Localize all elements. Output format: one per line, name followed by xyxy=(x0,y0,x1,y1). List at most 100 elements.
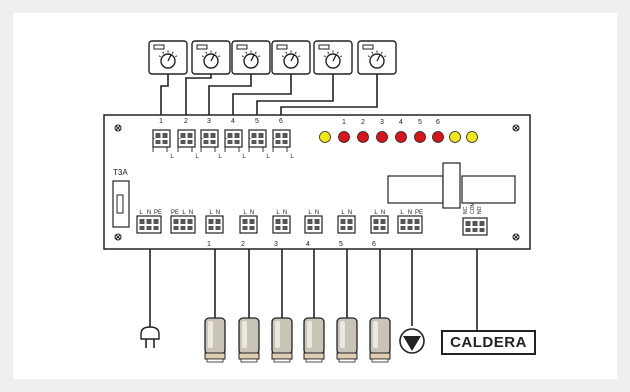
zone-output-terminal xyxy=(272,215,291,234)
power-marker-n: N xyxy=(189,210,193,216)
terminal-marker-l: L xyxy=(224,135,228,141)
terminal-pin xyxy=(173,226,179,230)
actuator-band xyxy=(336,352,358,360)
thermostat-tick xyxy=(371,51,374,54)
terminal-pin xyxy=(153,226,159,230)
thermostat-wire xyxy=(280,74,378,115)
terminal-marker-l: L xyxy=(177,135,181,141)
terminal-pin xyxy=(153,219,159,224)
thermostat-tick xyxy=(367,55,370,58)
terminal-pin xyxy=(380,226,386,230)
terminal-pin xyxy=(414,226,420,230)
relay-marker: NO xyxy=(477,206,483,214)
actuator-band xyxy=(238,352,260,360)
screw-slot xyxy=(115,125,121,131)
power-marker-n: N xyxy=(147,210,151,216)
thermostat-tick xyxy=(380,51,383,54)
led-number: 1 xyxy=(342,119,346,126)
terminal-pin xyxy=(227,140,233,144)
status-led xyxy=(376,131,388,143)
thermostat-input-number: 2 xyxy=(184,118,188,125)
components xyxy=(140,40,425,363)
thermostat-icon xyxy=(191,40,231,75)
terminal-pin xyxy=(234,140,240,144)
terminal-housing xyxy=(397,215,423,234)
led-number: 6 xyxy=(436,119,440,126)
terminal-pin xyxy=(258,133,264,138)
output-marker-n: N xyxy=(381,210,385,216)
status-led xyxy=(449,131,461,143)
pump-terminal xyxy=(397,215,423,234)
actuator-icon xyxy=(204,317,226,363)
terminal-pin xyxy=(180,226,186,230)
terminal-marker-l: L xyxy=(152,135,156,141)
actuator-band xyxy=(204,352,226,360)
led-number: 3 xyxy=(380,119,384,126)
terminal-pin xyxy=(258,140,264,144)
thermostat-tick xyxy=(327,51,330,54)
terminal-pin xyxy=(173,219,179,224)
led-number: 4 xyxy=(399,119,403,126)
thermostat-tick xyxy=(205,51,208,54)
output-marker-n: N xyxy=(250,210,254,216)
thermostat-input-terminal xyxy=(200,129,219,148)
terminal-marker-l: L xyxy=(248,135,252,141)
terminal-pin xyxy=(203,140,209,144)
terminal-pin xyxy=(465,221,471,226)
terminal-pin xyxy=(146,226,152,230)
thermostat-display xyxy=(236,44,248,50)
terminal-pin xyxy=(465,228,471,232)
terminal-marker-l: L xyxy=(242,154,246,160)
actuator-base xyxy=(371,358,389,363)
terminal-pin xyxy=(314,226,320,230)
actuator-icon xyxy=(271,317,293,363)
terminal-pin xyxy=(203,133,209,138)
output-marker-n: N xyxy=(348,210,352,216)
terminal-pin xyxy=(251,140,257,144)
actuator-icon xyxy=(303,317,325,363)
terminal-pin xyxy=(215,226,221,230)
wires xyxy=(149,74,478,330)
terminal-pin xyxy=(249,226,255,230)
actuator-base xyxy=(240,358,258,363)
output-marker-l: L xyxy=(341,210,345,216)
terminal-housing xyxy=(337,215,356,234)
terminal-housing xyxy=(136,215,162,234)
terminal-housing xyxy=(370,215,389,234)
status-led xyxy=(466,131,478,143)
actuator-icon xyxy=(336,317,358,363)
terminal-pin xyxy=(479,228,485,232)
actuator-base xyxy=(206,358,224,363)
thermostat-tick xyxy=(285,51,288,54)
terminal-pin xyxy=(282,133,288,138)
terminal-pin xyxy=(146,219,152,224)
relay-divider xyxy=(442,162,461,209)
thermostat-tick xyxy=(175,55,178,58)
thermostat-tick xyxy=(340,55,343,58)
fuse-label: T3A xyxy=(113,168,128,177)
pump-marker-n: N xyxy=(408,210,412,216)
power-terminal xyxy=(136,215,162,234)
boiler-relay-terminal xyxy=(462,217,488,236)
status-led xyxy=(319,131,331,143)
terminal-marker-l: L xyxy=(266,154,270,160)
thermostat-tick xyxy=(171,51,174,54)
terminal-pin xyxy=(162,133,168,138)
terminal-pin xyxy=(400,226,406,230)
terminal-pin xyxy=(139,219,145,224)
terminal-pin xyxy=(155,133,161,138)
terminal-pin xyxy=(282,140,288,144)
thermostat-input-number: 5 xyxy=(255,118,259,125)
terminal-pin xyxy=(210,133,216,138)
terminal-pin xyxy=(242,219,248,224)
thermostat-input-number: 4 xyxy=(231,118,235,125)
power-marker-pe: PE xyxy=(154,210,162,216)
thermostat-wire xyxy=(256,74,334,115)
zone-output-number: 1 xyxy=(207,241,211,248)
status-led xyxy=(338,131,350,143)
terminal-pin xyxy=(227,133,233,138)
screw-icon xyxy=(512,233,520,241)
thermostat-tick xyxy=(158,55,161,58)
relay-marker: COM xyxy=(470,202,476,214)
